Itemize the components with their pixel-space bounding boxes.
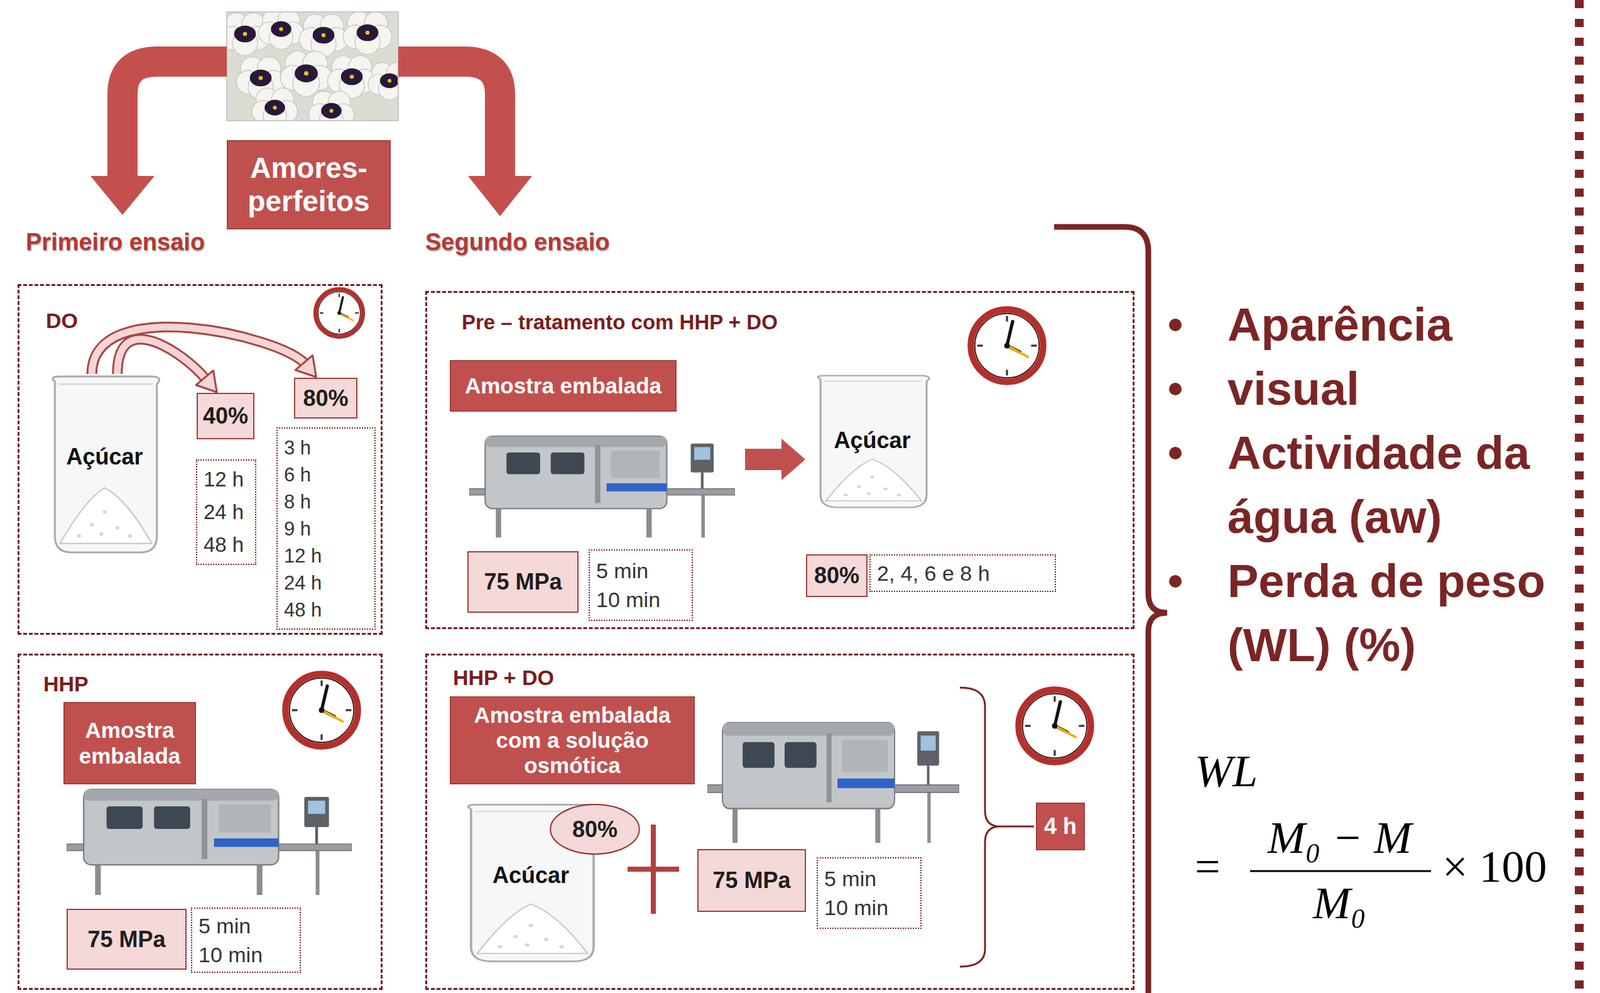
label-box: Amostra embalada com a solução osmótica: [449, 696, 695, 784]
metric-item: visual: [1227, 356, 1561, 421]
trial-panel: Pre – tratamento com HHP + DO Amostra emb…: [425, 290, 1135, 629]
curved-arrow: [91, 326, 316, 377]
value-box: 75 MPa: [467, 550, 579, 613]
trial-panel: HHP + DO Amostra embalada com a solução o…: [425, 653, 1135, 990]
time-list: 5 min10 min: [588, 549, 693, 621]
label-slot: M₀: [1246, 876, 1433, 930]
panel-heading: DO: [45, 308, 78, 333]
panel-heading: Pre – tratamento com HHP + DO: [461, 310, 778, 335]
node-text: 48 h: [283, 596, 369, 624]
node-text: 10 min: [596, 584, 686, 614]
node-text: 24 h: [283, 569, 369, 597]
node-text: 3 h: [283, 434, 369, 462]
node-text: Amostra embalada: [457, 373, 670, 399]
node-text: 10 min: [198, 939, 294, 969]
node-text: Açúcar: [40, 443, 169, 470]
label-slot: =: [1194, 840, 1221, 893]
node-text: 10 min: [824, 892, 915, 922]
bullet-dot: [1169, 446, 1182, 460]
bullet-dot: [1169, 574, 1182, 588]
node-text: 5 min: [596, 555, 686, 585]
time-list: 12 h24 h48 h: [195, 459, 257, 565]
time-list: 5 min10 min: [190, 907, 301, 973]
label-slot: Segundo ensaio: [425, 228, 610, 257]
node-text: 5 min: [824, 863, 915, 893]
node-text: 40%: [202, 402, 249, 429]
metric-item: Perda de peso (WL) (%): [1227, 549, 1561, 678]
value-box: 75 MPa: [66, 908, 187, 970]
node-text: Amostra embalada com a solução osmótica: [457, 702, 688, 779]
node-text: 12 h: [203, 462, 249, 496]
label-slot: WL: [1194, 745, 1258, 798]
node-text: Acúcar: [454, 861, 608, 888]
node-text: 24 h: [203, 495, 249, 529]
metric-list: AparênciavisualActividade da água (aw)Pe…: [1227, 292, 1561, 678]
metric-item: Aparência: [1227, 292, 1561, 357]
node-text: Amores-perfeitos: [234, 151, 384, 218]
node-text: 6 h: [283, 461, 369, 489]
node-text: 80%: [300, 385, 352, 411]
node-text: 4 h: [1043, 812, 1078, 839]
panel-heading: HHP + DO: [452, 665, 555, 690]
label-box: 4 h: [1035, 802, 1085, 850]
node-text: 8 h: [283, 488, 369, 516]
node-text: 2, 4, 6 e 8 h: [876, 559, 1049, 587]
beaker: Açúcar: [805, 372, 939, 511]
trial-panel: DOAçúcar40%80%12 h24 h48 h3 h6 h8 h9 h12…: [17, 283, 383, 635]
label-slot: Primeiro ensaio: [25, 228, 205, 257]
bullet-dot: [1169, 382, 1182, 396]
value-box: 75 MPa: [697, 848, 806, 912]
formula-text: × 100: [1442, 840, 1548, 893]
time-list: 3 h6 h8 h9 h12 h24 h48 h: [276, 427, 376, 630]
label-slot: M₀ − M: [1246, 811, 1433, 864]
label-box: Amostra embalada: [63, 701, 196, 784]
value-ellipse: 80%: [549, 802, 641, 855]
node-text: 80%: [812, 562, 862, 588]
time-list: 2, 4, 6 e 8 h: [869, 554, 1056, 592]
time-list: 5 min10 min: [816, 856, 922, 929]
formula-text: M₀: [1246, 876, 1433, 930]
value-box: 40%: [196, 392, 255, 440]
trial-heading: Segundo ensaio: [425, 228, 610, 257]
node-text: 75 MPa: [703, 866, 800, 893]
value-box: 80%: [805, 554, 868, 597]
panel-heading: HHP: [43, 671, 89, 697]
value-box: 80%: [293, 377, 358, 419]
trial-heading: Primeiro ensaio: [25, 228, 205, 257]
metric-item: Actividade da água (aw): [1227, 420, 1561, 550]
node-text: 75 MPa: [473, 568, 573, 595]
label-slot: × 100: [1442, 840, 1548, 893]
formula-text: WL: [1194, 745, 1258, 798]
label-box: Amores-perfeitos: [226, 140, 391, 230]
formula-text: =: [1194, 840, 1221, 893]
node-text: 12 h: [283, 542, 369, 570]
formula-text: M₀ − M: [1246, 811, 1433, 864]
bullet-dot: [1169, 318, 1182, 332]
node-text: 48 h: [203, 528, 249, 561]
node-text: 5 min: [198, 910, 294, 940]
node-text: Amostra embalada: [70, 717, 189, 769]
node-text: 75 MPa: [72, 925, 181, 952]
label-box: Amostra embalada: [449, 359, 677, 412]
beaker: Açúcar: [40, 372, 169, 556]
node-text: Açúcar: [805, 427, 939, 453]
node-text: 9 h: [283, 515, 369, 543]
trial-panel: HHP Amostra embalada 75 MPa 5 min10 min: [17, 653, 383, 990]
node-text: 80%: [559, 816, 631, 842]
